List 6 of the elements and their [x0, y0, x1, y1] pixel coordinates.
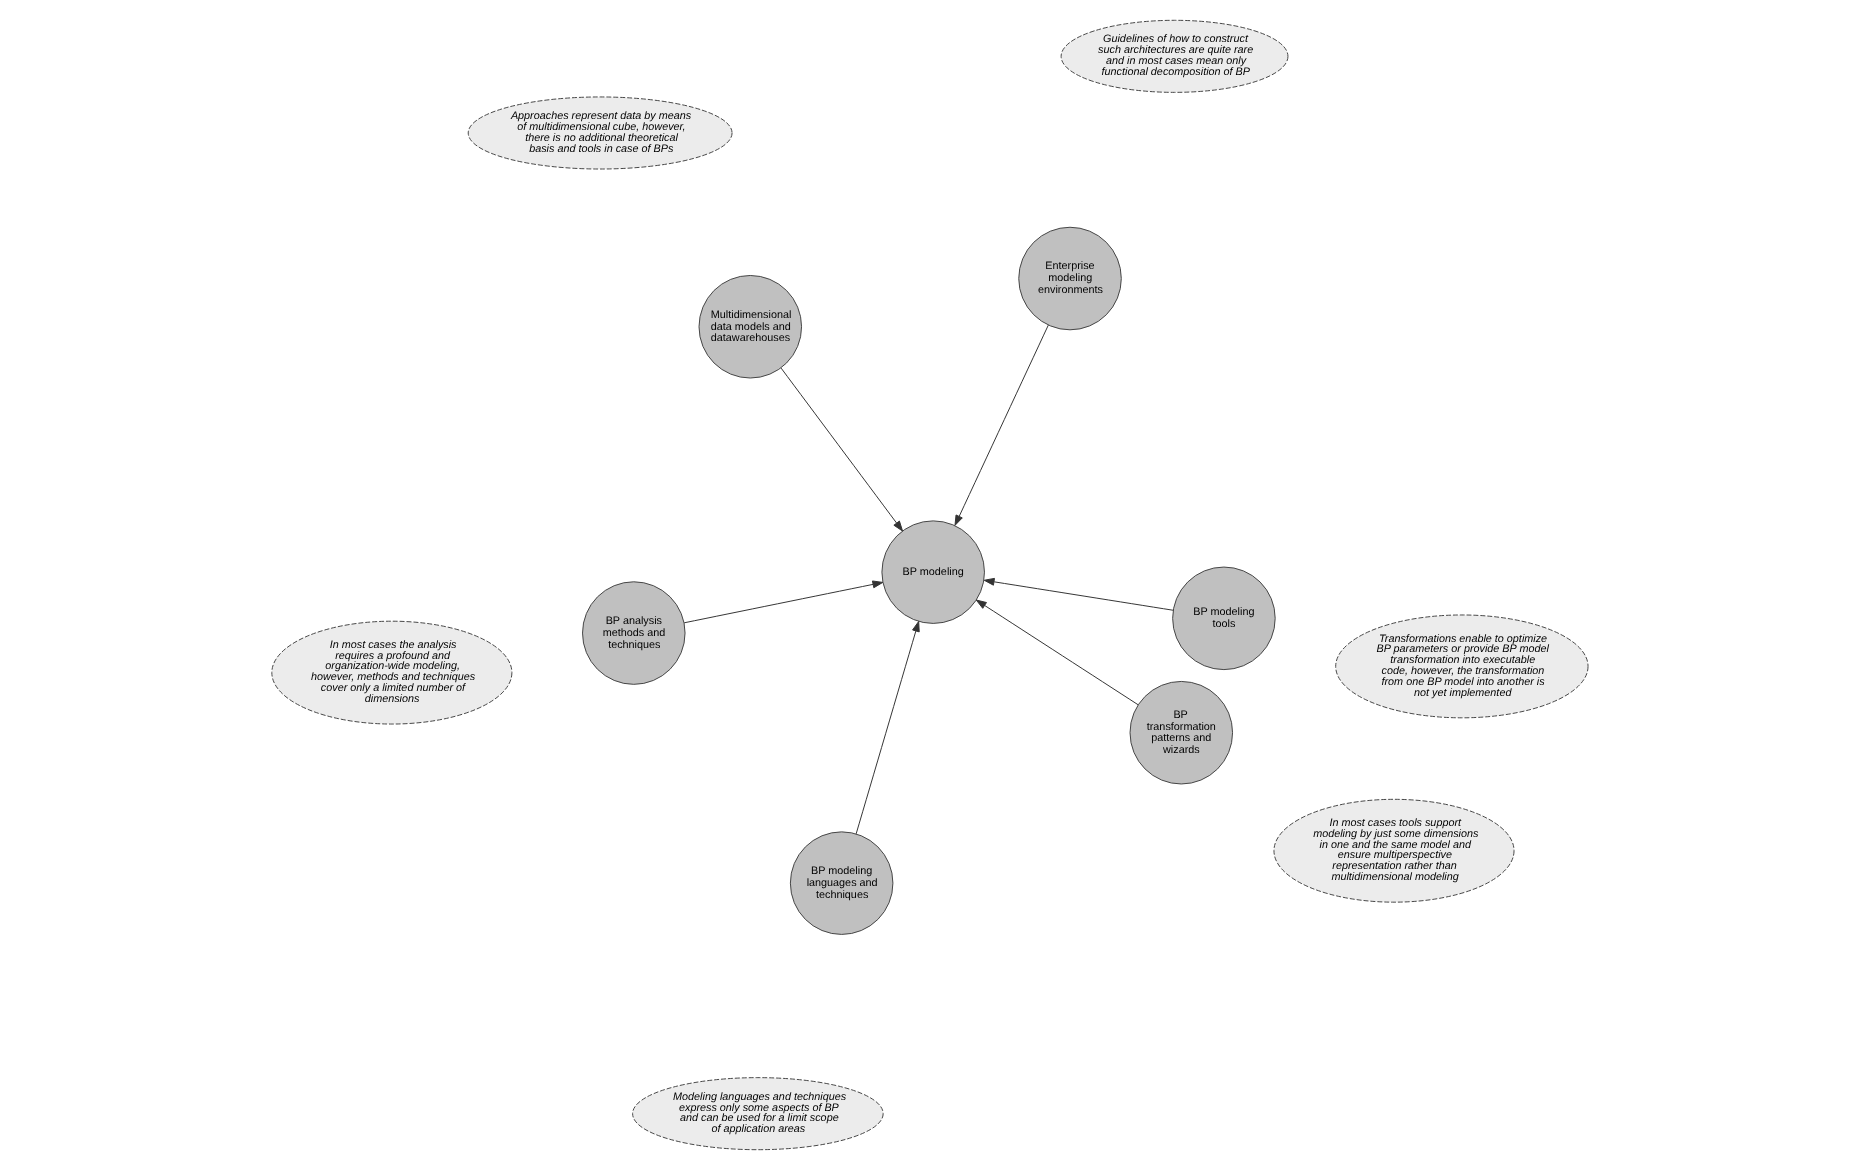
arrow: [953, 324, 1048, 526]
arrow: [974, 599, 1138, 706]
arrow: [854, 620, 919, 835]
arrow: [779, 367, 903, 532]
arrow: [682, 580, 883, 624]
arrow: [982, 577, 1173, 611]
